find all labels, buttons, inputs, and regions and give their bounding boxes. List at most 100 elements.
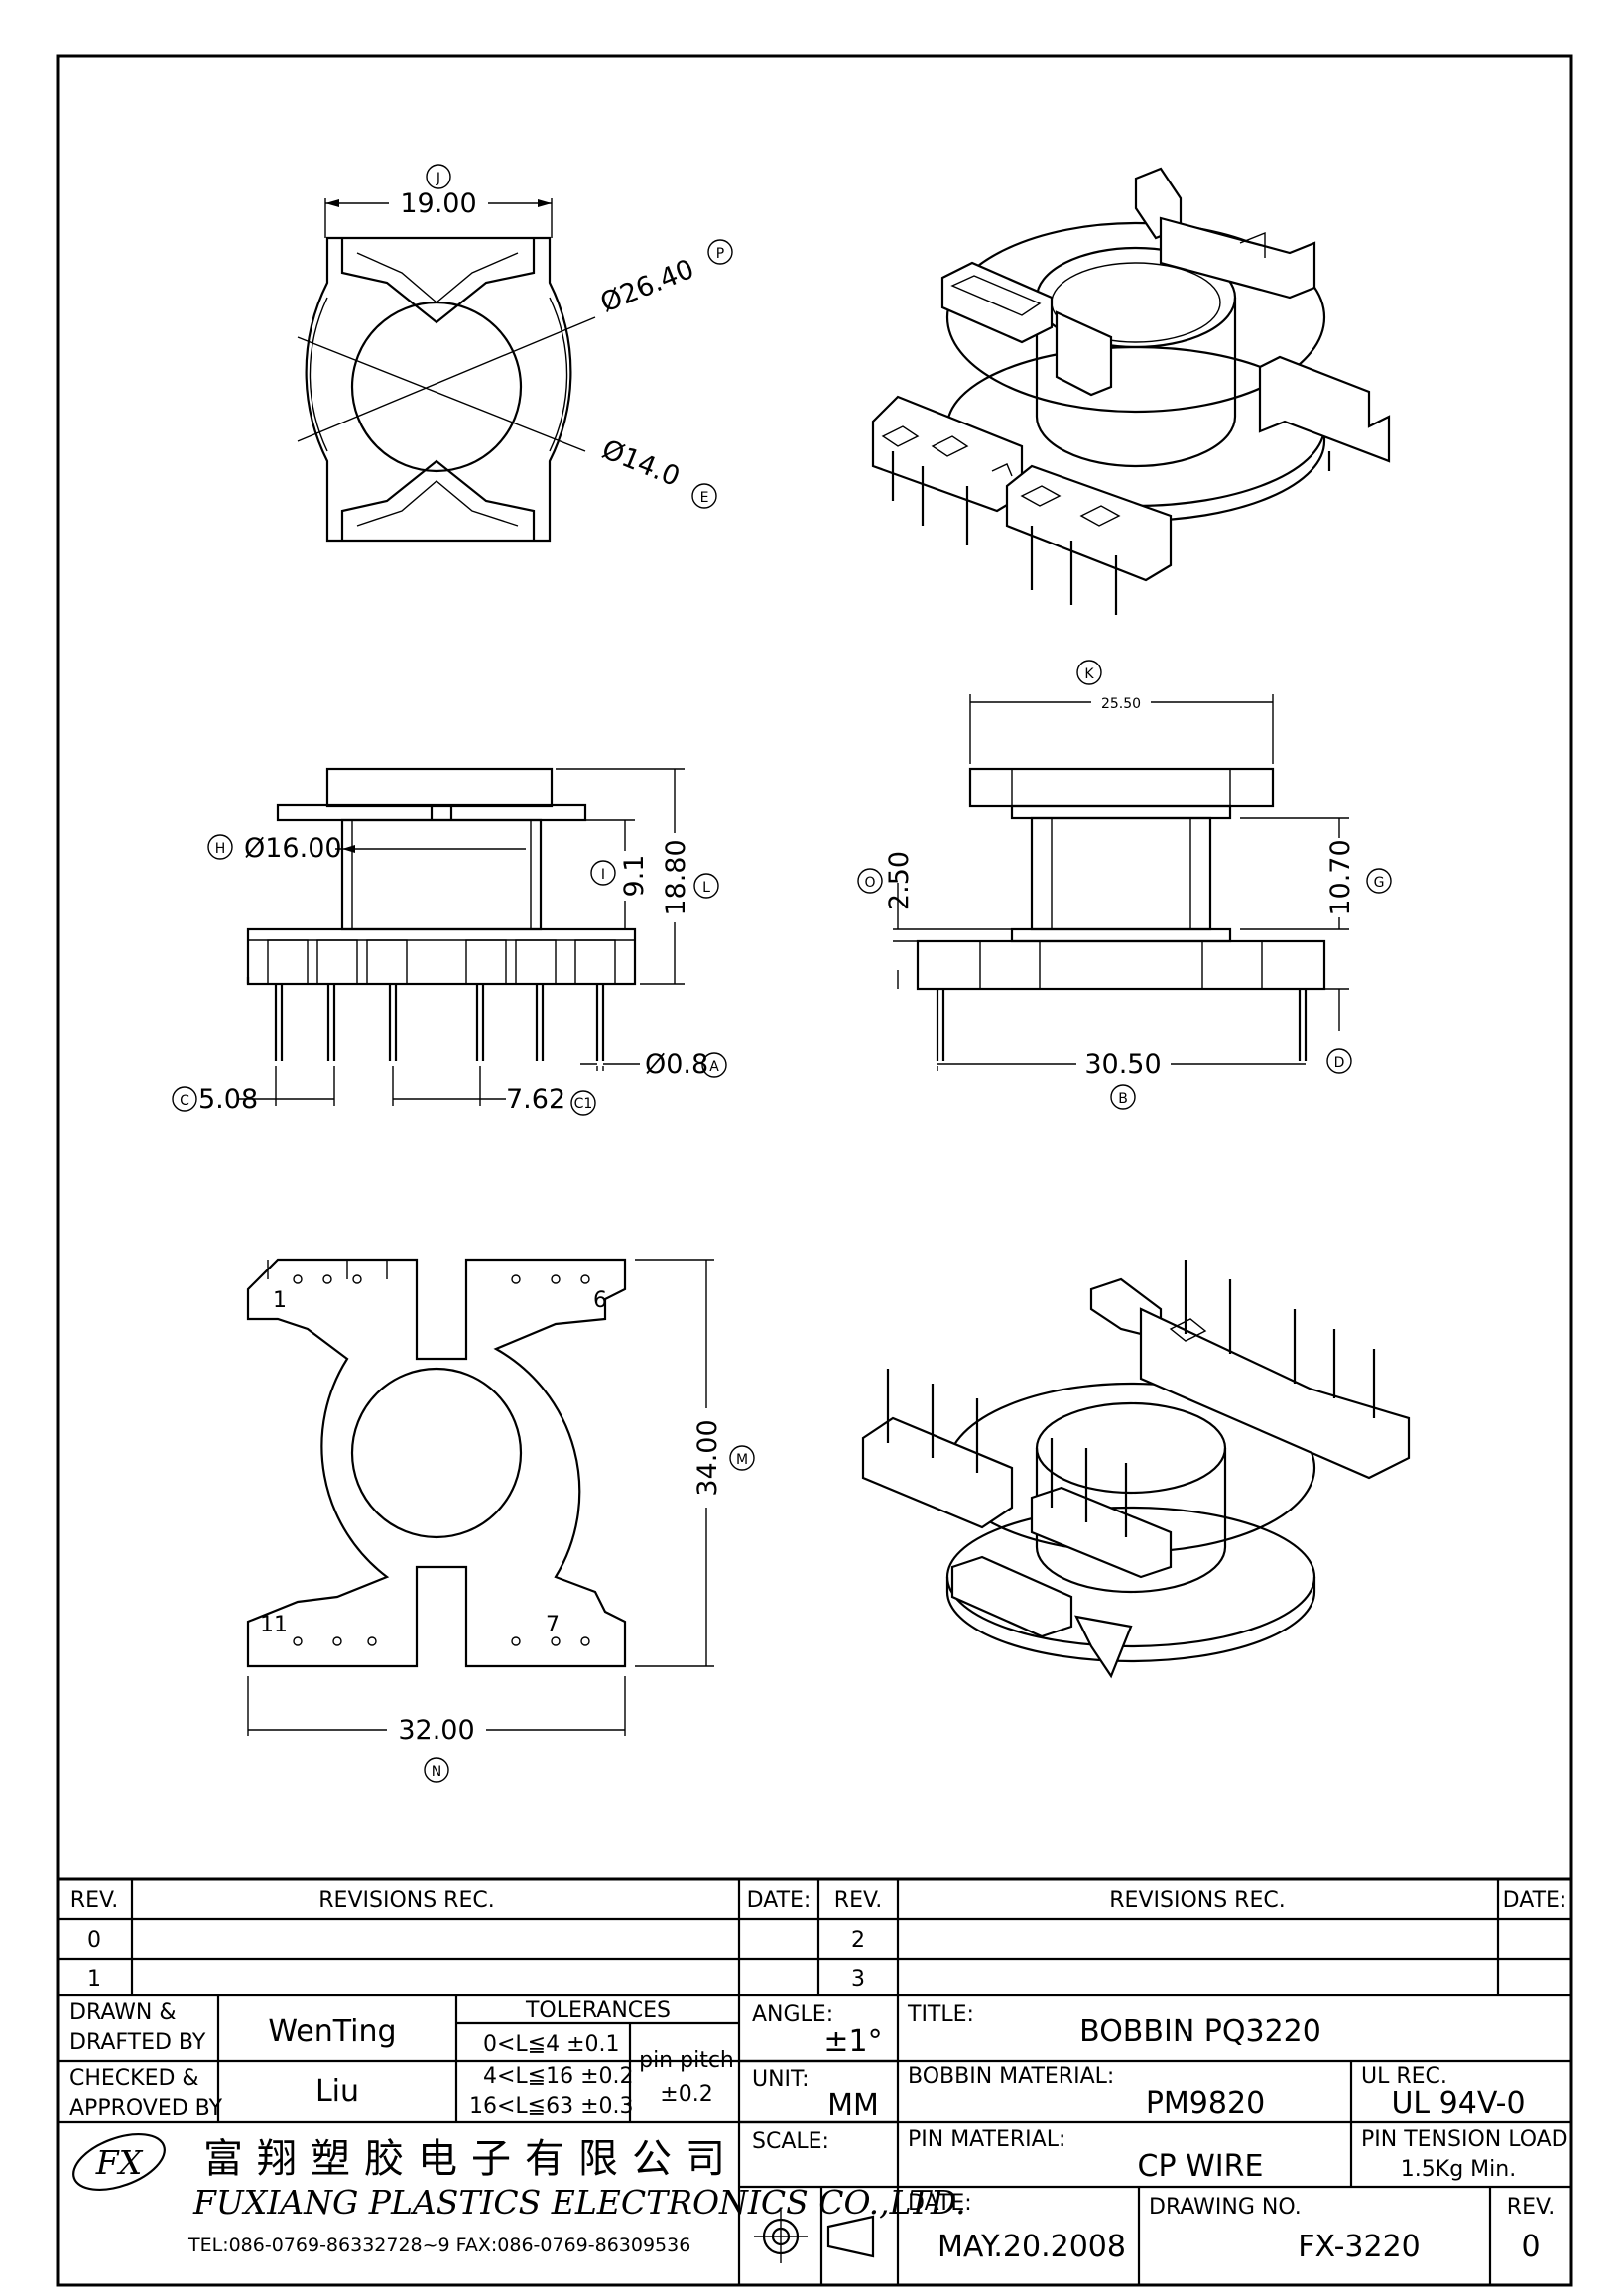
bottom-view: 1 6 11 7 34.00 M 32.00 N <box>246 1258 755 1783</box>
checked-label-2: APPROVED BY <box>69 2096 223 2120</box>
marker-h <box>207 834 233 860</box>
marker-i <box>590 860 616 886</box>
tolerances-label: TOLERANCES <box>525 1998 671 2023</box>
dim-base-width: 32.00 <box>398 1715 474 1746</box>
top-outline <box>305 236 572 543</box>
company-contact: TEL:086-0769-86332728~9 FAX:086-0769-863… <box>187 2235 690 2256</box>
svg-text:G: G <box>1374 875 1385 891</box>
dim-total-height: 18.80 <box>661 839 691 915</box>
center-hole <box>350 301 523 473</box>
top-view: 19.00 J Ø26.40 Ø14.0 P E <box>297 164 733 543</box>
svg-text:FX: FX <box>95 2143 144 2182</box>
rev-row-1: 1 <box>87 1967 101 1992</box>
scale-label: SCALE: <box>752 2129 829 2154</box>
pin-number-7: 7 <box>546 1613 560 1637</box>
tol-line-1: 0<L≦4 ±0.1 <box>483 2032 620 2057</box>
bobbin-material-label: BOBBIN MATERIAL: <box>908 2064 1114 2089</box>
ul-value: UL 94V-0 <box>1391 2086 1525 2120</box>
angle-label: ANGLE: <box>752 2002 833 2027</box>
bottom-outline <box>246 1258 627 1668</box>
side-view: K 25.50 2.50 O 10.70 G <box>857 660 1392 1110</box>
dim-pitch-c1: 7.62 <box>506 1084 565 1115</box>
svg-text:I: I <box>601 867 605 883</box>
revisions-header-right: REVISIONS REC. <box>1109 1888 1285 1913</box>
company-name-en: FUXIANG PLASTICS ELECTRONICS CO.,LTD. <box>192 2183 966 2222</box>
rev-row-3: 3 <box>851 1967 865 1992</box>
pin-tension-label: PIN TENSION LOAD: <box>1361 2127 1575 2152</box>
pin-number-11: 11 <box>260 1613 288 1637</box>
rev-row-2: 2 <box>851 1928 865 1953</box>
marker-a <box>701 1052 727 1078</box>
dim-pin-span: 30.50 <box>1084 1049 1161 1080</box>
company-logo: FX <box>72 2133 166 2191</box>
company-name-cn: 富翔塑胶电子有限公司 <box>203 2136 739 2182</box>
dim-base-height: 34.00 <box>692 1419 723 1496</box>
rev-header-left: REV. <box>70 1888 118 1913</box>
marker-c <box>172 1086 197 1112</box>
svg-text:J: J <box>436 171 440 186</box>
dim-pin-dia: Ø0.8 <box>645 1049 708 1080</box>
tol-line-3: 16<L≦63 ±0.3 <box>469 2094 634 2118</box>
svg-text:K: K <box>1084 666 1094 682</box>
pin-material-label: PIN MATERIAL: <box>908 2127 1065 2152</box>
unit-label: UNIT: <box>752 2067 809 2092</box>
pin-tension-value: 1.5Kg Min. <box>1401 2157 1516 2182</box>
svg-text:N: N <box>432 1764 441 1780</box>
marker-p <box>707 239 733 265</box>
svg-text:H: H <box>215 841 226 857</box>
drawn-label-1: DRAWN & <box>69 2000 177 2025</box>
title-label: TITLE: <box>907 2002 974 2027</box>
date-header-left: DATE: <box>747 1888 812 1913</box>
marker-b <box>1110 1084 1136 1110</box>
date-label: DATE: <box>908 2191 972 2216</box>
checked-value: Liu <box>315 2074 359 2109</box>
bottom-center-hole <box>350 1367 523 1539</box>
marker-g <box>1366 868 1392 894</box>
drawn-value: WenTing <box>268 2014 396 2049</box>
revisions-header-left: REVISIONS REC. <box>318 1888 494 1913</box>
bobbin-material-value: PM9820 <box>1146 2086 1265 2120</box>
pin-number-6: 6 <box>593 1288 607 1313</box>
date-header-right: DATE: <box>1503 1888 1567 1913</box>
dim-side-width: 25.50 <box>1101 696 1141 712</box>
unit-value: MM <box>827 2088 879 2122</box>
svg-text:L: L <box>702 880 710 896</box>
svg-text:M: M <box>736 1452 748 1468</box>
ul-label: UL REC. <box>1361 2064 1447 2089</box>
marker-d <box>1326 1048 1352 1074</box>
rev-row-0: 0 <box>87 1928 101 1953</box>
dim-side-height: 10.70 <box>1325 839 1356 915</box>
pin-pitch-value: ±0.2 <box>660 2082 712 2107</box>
svg-text:O: O <box>864 875 875 891</box>
checked-label-1: CHECKED & <box>69 2066 199 2091</box>
drawn-label-2: DRAFTED BY <box>69 2030 206 2055</box>
dim-pitch-c: 5.08 <box>198 1084 258 1115</box>
dim-inner-dia: Ø14.0 <box>597 434 684 493</box>
svg-text:A: A <box>709 1059 719 1075</box>
pin-material-value: CP WIRE <box>1138 2149 1264 2184</box>
rev-value: 0 <box>1521 2230 1540 2264</box>
dim-top-width: 19.00 <box>400 188 476 219</box>
marker-n <box>424 1757 449 1783</box>
dim-flange-dia: Ø16.00 <box>244 833 342 864</box>
title-block: REV. REVISIONS REC. DATE: REV. REVISIONS… <box>58 1877 1575 2285</box>
svg-text:D: D <box>1334 1055 1345 1071</box>
angle-value: ±1° <box>823 2024 882 2059</box>
dim-outer-dia: Ø26.40 <box>596 254 698 319</box>
dim-side-flange: 2.50 <box>884 851 915 910</box>
sheet-border <box>56 54 1573 2287</box>
rev-label: REV. <box>1507 2195 1555 2220</box>
drawing-no-value: FX-3220 <box>1298 2230 1421 2264</box>
marker-m <box>729 1445 755 1471</box>
svg-text:P: P <box>716 246 724 262</box>
svg-text:B: B <box>1118 1091 1128 1107</box>
marker-k <box>1076 660 1102 685</box>
marker-j <box>426 164 451 189</box>
rev-header-right: REV. <box>834 1888 882 1913</box>
dim-winding-height: 9.1 <box>619 855 650 898</box>
isometric-view-bottom <box>861 1260 1411 1679</box>
isometric-view-top <box>871 167 1391 615</box>
pin-pitch-label: pin pitch <box>639 2048 734 2073</box>
marker-l <box>693 873 719 899</box>
